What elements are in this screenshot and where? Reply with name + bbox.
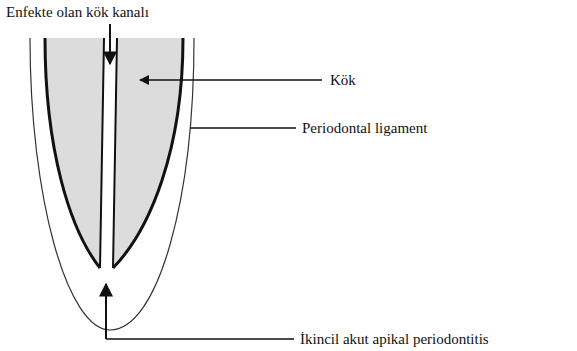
- leader-line: [106, 338, 294, 340]
- part-label: Kök: [328, 71, 358, 89]
- leader-line: [190, 127, 296, 129]
- root-outline: [45, 38, 100, 268]
- root-fill: [45, 38, 104, 268]
- root-outline: [113, 38, 183, 268]
- pointer-arrow: [105, 284, 107, 339]
- pointer-arrow: [109, 24, 111, 64]
- root-fill: [113, 38, 183, 268]
- callout-label: Enfekte olan kök kanalı: [4, 3, 151, 21]
- canal-wall: [100, 38, 104, 268]
- part-label: Periodontal ligament: [300, 119, 429, 137]
- part-label: İkincil akut apikal periodontitis: [298, 330, 491, 348]
- canal-wall: [113, 38, 117, 268]
- pointer-arrow: [140, 79, 322, 81]
- ligament-outline: [30, 38, 194, 330]
